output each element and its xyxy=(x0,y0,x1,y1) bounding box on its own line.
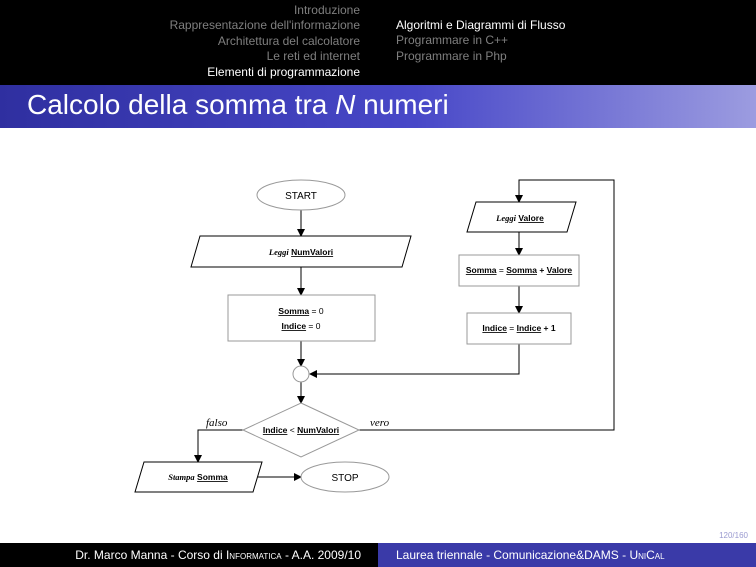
input-count-node: Leggi NumValori xyxy=(190,235,412,268)
header: Introduzione Rappresentazione dell'infor… xyxy=(0,0,756,85)
nav-subsection-algoritmi[interactable]: Algoritmi e Diagrammi di Flusso xyxy=(396,18,566,32)
output-sum-label: Stampa Somma xyxy=(168,472,228,482)
section-nav: Introduzione Rappresentazione dell'infor… xyxy=(170,3,360,80)
stop-label: STOP xyxy=(331,473,358,484)
condition-label: Indice < NumValori xyxy=(263,425,339,435)
arrow-false-branch xyxy=(194,429,243,463)
condition-node: Indice < NumValori xyxy=(241,402,361,458)
title-variable: N xyxy=(335,89,356,120)
stop-node: STOP xyxy=(300,461,390,493)
arrow-loop-back xyxy=(309,344,520,378)
connectors xyxy=(194,179,615,481)
start-label: START xyxy=(285,191,317,202)
index-update-label: Indice = Indice + 1 xyxy=(482,323,555,333)
footer-author-text: Dr. Marco Manna - Corso di Informatica -… xyxy=(75,548,361,562)
input-value-label: Leggi Valore xyxy=(495,213,544,223)
title-text: Calcolo della somma tra xyxy=(27,89,336,120)
nav-subsection-php[interactable]: Programmare in Php xyxy=(396,48,507,63)
input-value-node: Leggi Valore xyxy=(466,201,577,233)
footer: Dr. Marco Manna - Corso di Informatica -… xyxy=(0,543,756,567)
true-label: vero xyxy=(370,417,390,429)
false-label: falso xyxy=(206,417,228,429)
input-count-label: Leggi NumValori xyxy=(268,247,333,257)
flowchart: START Leggi NumValori Somma = 0 Indice =… xyxy=(134,179,615,493)
nav-section-reti[interactable]: Le reti ed internet xyxy=(266,49,360,64)
page-number: 120/160 xyxy=(719,531,748,540)
nav-section-architettura[interactable]: Architettura del calcolatore xyxy=(217,33,360,48)
start-node: START xyxy=(256,179,346,211)
index-update-node: Indice = Indice + 1 xyxy=(466,312,572,345)
footer-author: Dr. Marco Manna - Corso di Informatica -… xyxy=(0,543,378,567)
init-node: Somma = 0 Indice = 0 xyxy=(227,294,376,342)
subsection-nav: Algoritmi e Diagrammi di Flusso Programm… xyxy=(396,18,565,64)
init-index-label: Indice = 0 xyxy=(282,321,321,331)
init-sum-label: Somma = 0 xyxy=(278,306,323,316)
output-sum-node: Stampa Somma xyxy=(134,461,263,493)
sum-update-node: Somma = Somma + Valore xyxy=(458,254,580,287)
nav-section-rappresentazione[interactable]: Rappresentazione dell'informazione xyxy=(169,18,360,33)
slide-title: Calcolo della somma tra N numeri xyxy=(27,89,449,121)
sum-update-label: Somma = Somma + Valore xyxy=(466,265,573,275)
title-text-end: numeri xyxy=(355,89,449,120)
footer-degree: Laurea triennale - Comunicazione&DAMS - … xyxy=(378,543,756,567)
nav-section-programmazione[interactable]: Elementi di programmazione xyxy=(207,64,360,79)
footer-degree-text: Laurea triennale - Comunicazione&DAMS - … xyxy=(396,548,665,562)
nav-section-introduzione[interactable]: Introduzione xyxy=(293,3,360,17)
join-connector xyxy=(292,365,310,383)
nav-subsection-cpp[interactable]: Programmare in C++ xyxy=(396,33,509,48)
title-bar: Calcolo della somma tra N numeri xyxy=(0,85,756,128)
arrow-true-branch xyxy=(359,179,615,431)
